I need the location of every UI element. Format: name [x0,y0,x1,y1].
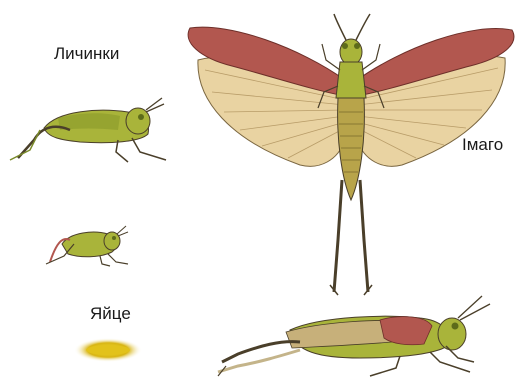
egg [74,338,142,362]
small-nymph [46,226,128,266]
adult-grasshopper-side-view [218,296,490,376]
larvae-label: Личинки [54,45,119,62]
adult-head [340,39,362,65]
adult-grasshopper-top-view [188,14,514,295]
adult-thorax [336,62,366,98]
large-nymph [10,98,166,162]
egg-label: Яйце [90,305,131,322]
adult-label: Імаго [462,136,503,153]
